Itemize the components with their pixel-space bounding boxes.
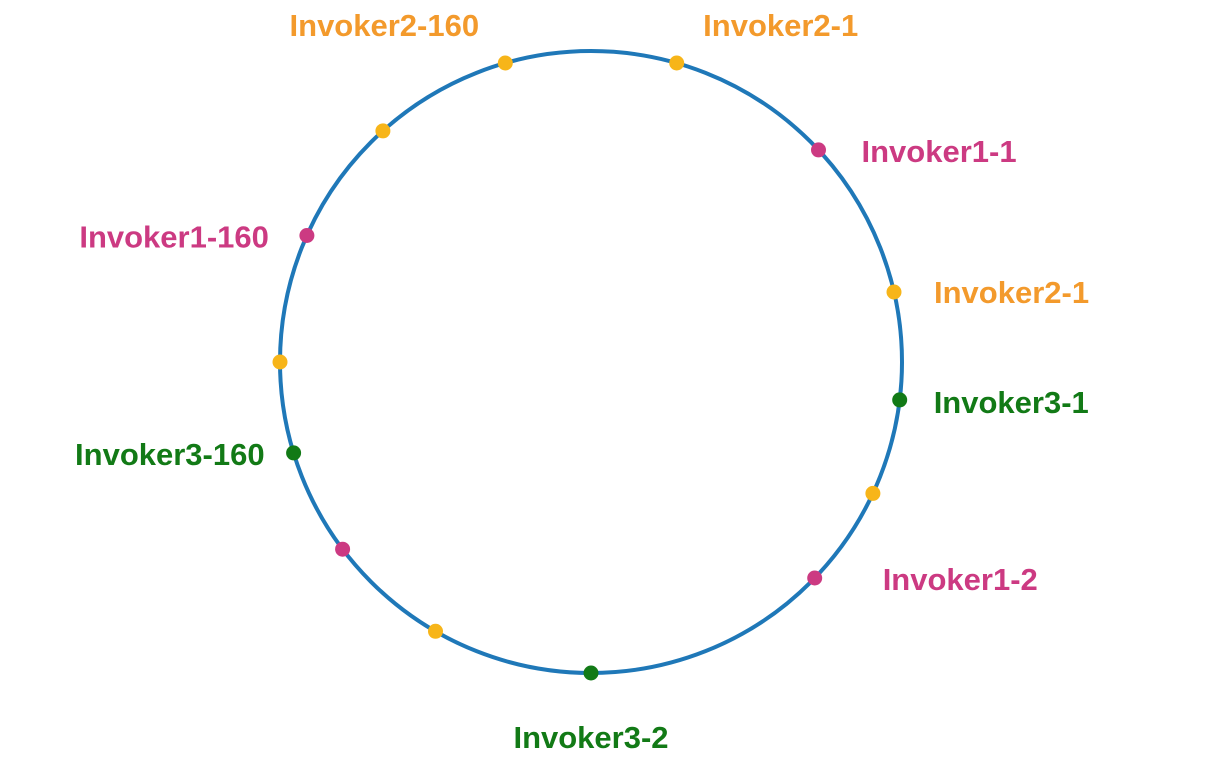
invoker2-node-dot <box>428 623 443 639</box>
invoker2-node-dot <box>886 284 902 300</box>
invoker3-node-dot <box>583 665 599 681</box>
invoker2-node-label: Invoker2-160 <box>290 8 480 43</box>
invoker2-node-dot <box>497 55 513 71</box>
invoker2-node-dot <box>669 55 685 71</box>
invoker2-node-dot <box>375 123 391 139</box>
invoker3-node-label: Invoker3-160 <box>75 437 265 472</box>
invoker3-node-label: Invoker3-1 <box>934 385 1089 420</box>
invoker2-node-label: Invoker2-1 <box>703 8 858 43</box>
ring-nodes <box>272 55 908 681</box>
invoker1-node-dot <box>811 142 826 158</box>
invoker3-node-dot <box>286 445 302 461</box>
invoker3-node-label: Invoker3-2 <box>513 720 668 755</box>
invoker2-node-dot <box>865 485 881 501</box>
invoker1-node-dot <box>807 570 823 586</box>
invoker1-node-dot <box>335 541 351 557</box>
invoker1-node-label: Invoker1-160 <box>79 220 269 255</box>
invoker1-node-dot <box>299 228 315 243</box>
invoker2-node-label: Invoker2-1 <box>934 275 1089 310</box>
invoker3-node-dot <box>892 392 908 408</box>
invoker2-node-dot <box>272 354 288 370</box>
invoker1-node-label: Invoker1-2 <box>883 562 1038 597</box>
invoker1-node-label: Invoker1-1 <box>862 134 1017 169</box>
